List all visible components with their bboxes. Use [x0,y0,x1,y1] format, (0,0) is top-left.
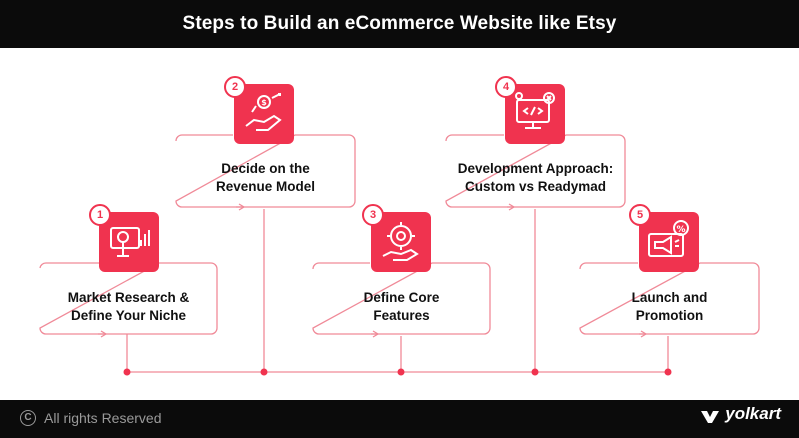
copyright-icon: C [20,410,36,426]
timeline-dot-4 [531,368,539,376]
step-4-number: 4 [495,76,517,98]
copyright-text: All rights Reserved [44,410,162,426]
step-4-line-2: Custom vs Readymad [464,179,607,194]
step-3-box-outline [312,262,491,335]
timeline-dot-2 [260,368,268,376]
timeline-dot-5 [664,368,672,376]
brand-mark-icon [701,411,720,423]
timeline-dot-1 [123,368,131,376]
market-research-icon [99,212,159,272]
footer-bar: C All rights Reserved yolkart [0,400,799,438]
svg-text:$: $ [261,98,267,107]
step-3-line-1: Define Core [363,290,440,305]
step-5-number: 5 [629,204,651,226]
step-1-label: Market Research & Define Your Niche [40,289,217,325]
step-1-line-2: Define Your Niche [70,308,187,323]
page-title: Steps to Build an eCommerce Website like… [0,0,799,48]
step-3-label: Define Core Features [313,289,490,325]
step-5-line-1: Launch and [631,290,708,305]
step-5-label: Launch and Promotion [580,289,759,325]
step-4-box-outline [445,134,626,208]
step-4-label: Development Approach: Custom vs Readymad [446,160,625,196]
step-5-line-2: Promotion [635,308,704,323]
timeline-dot-3 [397,368,405,376]
step-2-box-outline [175,134,356,208]
step-4-line-1: Development Approach: [457,161,614,176]
step-2-line-1: Decide on the [221,161,310,176]
step-3-line-2: Features [373,308,430,323]
svg-text:%: % [676,225,685,235]
step-5-box-outline [579,262,760,335]
step-2-label: Decide on the Revenue Model [176,160,355,196]
revenue-model-icon: $ [234,84,294,144]
development-approach-icon [505,84,565,144]
step-1-number: 1 [89,204,111,226]
launch-promotion-icon: % [639,212,699,272]
brand-logo: yolkart [699,404,781,427]
step-2-line-2: Revenue Model [215,179,316,194]
step-3-number: 3 [362,204,384,226]
step-1-box-outline [39,262,218,335]
copyright-notice: C All rights Reserved [20,410,162,426]
step-2-number: 2 [224,76,246,98]
step-1-line-1: Market Research & [67,290,190,305]
brand-name: yolkart [725,404,781,423]
